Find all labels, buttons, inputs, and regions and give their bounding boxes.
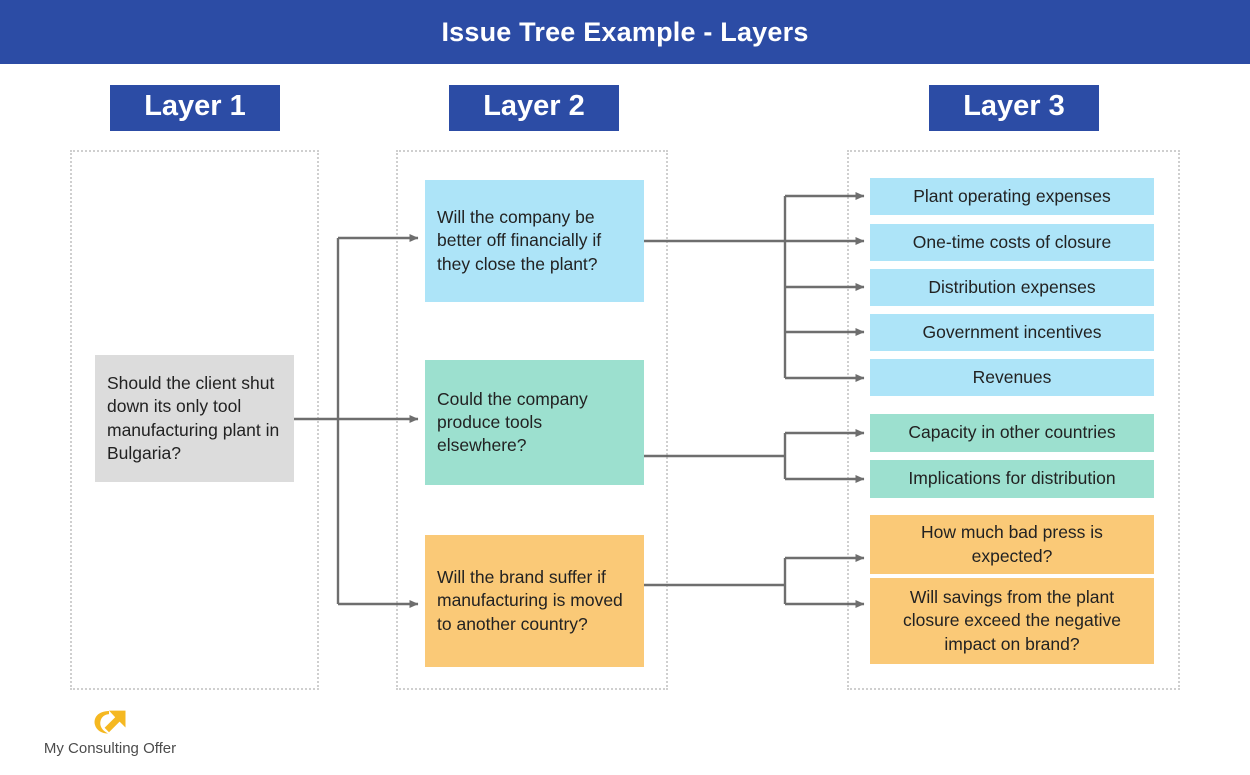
- node-root-question[interactable]: Should the client shut down its only too…: [95, 355, 294, 482]
- node-layer3-one-time-costs[interactable]: One-time costs of closure: [870, 224, 1154, 261]
- layer-header-2: Layer 2: [449, 85, 619, 131]
- node-layer3-bad-press[interactable]: How much bad press is expected?: [870, 515, 1154, 574]
- curved-arrow-icon: [94, 710, 126, 734]
- node-layer3-implications-distribution[interactable]: Implications for distribution: [870, 460, 1154, 498]
- brand-logo: My Consulting Offer: [20, 708, 200, 757]
- node-layer3-government-incentives[interactable]: Government incentives: [870, 314, 1154, 351]
- layer-header-1: Layer 1: [110, 85, 280, 131]
- node-layer2-brand[interactable]: Will the brand suffer if manufacturing i…: [425, 535, 644, 667]
- layer-header-3: Layer 3: [929, 85, 1099, 131]
- page-title: Issue Tree Example - Layers: [441, 16, 809, 47]
- node-layer3-capacity-other-countries[interactable]: Capacity in other countries: [870, 414, 1154, 452]
- node-layer3-plant-operating-expenses[interactable]: Plant operating expenses: [870, 178, 1154, 215]
- node-layer3-distribution-expenses[interactable]: Distribution expenses: [870, 269, 1154, 306]
- node-layer3-revenues[interactable]: Revenues: [870, 359, 1154, 396]
- layer-3-column-frame: [847, 150, 1180, 690]
- slide-title-bar: Issue Tree Example - Layers: [0, 0, 1250, 64]
- node-layer2-financial[interactable]: Will the company be better off financial…: [425, 180, 644, 302]
- node-layer2-production[interactable]: Could the company produce tools elsewher…: [425, 360, 644, 485]
- brand-name: My Consulting Offer: [43, 740, 177, 757]
- node-layer3-savings-vs-brand[interactable]: Will savings from the plant closure exce…: [870, 578, 1154, 664]
